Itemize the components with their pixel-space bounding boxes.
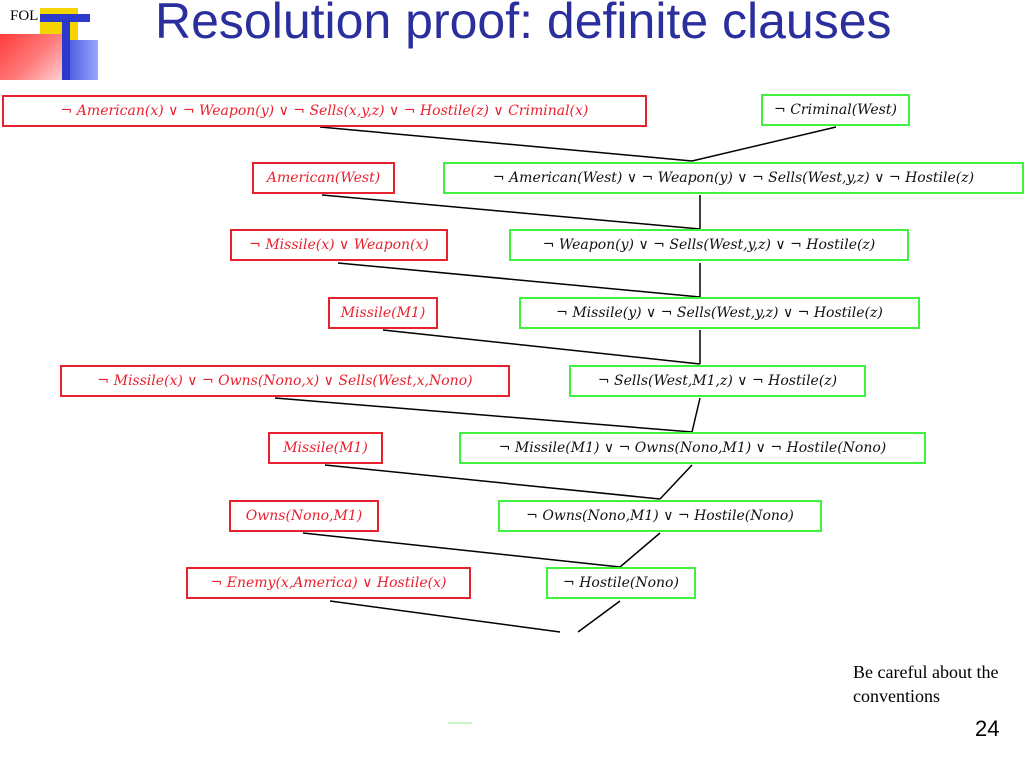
premise-clause: ¬ Missile(x) ∨ ¬ Owns(Nono,x) ∨ Sells(We…	[60, 365, 510, 397]
decorative-mark	[448, 722, 472, 724]
logo	[0, 0, 100, 82]
resolvent-clause: ¬ Missile(M1) ∨ ¬ Owns(Nono,M1) ∨ ¬ Host…	[459, 432, 926, 464]
edge-premise-1	[321, 194, 701, 230]
edge-vert-5	[659, 464, 693, 500]
resolvent-clause: ¬ Owns(Nono,M1) ∨ ¬ Hostile(Nono)	[498, 500, 822, 532]
edge-premise-2	[337, 262, 701, 298]
logo-red-square	[0, 34, 62, 80]
premise-clause: American(West)	[252, 162, 395, 194]
edge-premise-3	[382, 329, 701, 365]
edge-premise-7	[329, 600, 561, 633]
section-label: FOL	[10, 8, 39, 24]
edge-vert-4	[691, 397, 701, 433]
resolvent-clause: ¬ Weapon(y) ∨ ¬ Sells(West,y,z) ∨ ¬ Host…	[509, 229, 909, 261]
resolvent-clause: ¬ Hostile(Nono)	[546, 567, 696, 599]
footnote: Be careful about the conventions	[853, 662, 999, 706]
edge-vert-6	[619, 532, 661, 568]
edge-premise-5	[324, 464, 661, 500]
page-number: 24	[975, 716, 1000, 741]
premise-clause: Missile(M1)	[328, 297, 438, 329]
premise-clause: ¬ Missile(x) ∨ Weapon(x)	[230, 229, 448, 261]
edge-premise-0	[319, 126, 693, 162]
edge-vert-7	[577, 600, 621, 633]
resolvent-clause: ¬ Criminal(West)	[761, 94, 910, 126]
edge-premise-6	[302, 532, 621, 568]
resolvent-clause: ¬ Sells(West,M1,z) ∨ ¬ Hostile(z)	[569, 365, 866, 397]
resolvent-clause: ¬ American(West) ∨ ¬ Weapon(y) ∨ ¬ Sells…	[443, 162, 1024, 194]
logo-stem	[62, 14, 70, 80]
premise-clause: Missile(M1)	[268, 432, 383, 464]
premise-clause: Owns(Nono,M1)	[229, 500, 379, 532]
resolvent-clause: ¬ Missile(y) ∨ ¬ Sells(West,y,z) ∨ ¬ Hos…	[519, 297, 920, 329]
slide-title: Resolution proof: definite clauses	[155, 0, 892, 49]
edge-resolvent-0	[691, 126, 837, 162]
premise-clause: ¬ Enemy(x,America) ∨ Hostile(x)	[186, 567, 471, 599]
premise-clause: ¬ American(x) ∨ ¬ Weapon(y) ∨ ¬ Sells(x,…	[2, 95, 647, 127]
edge-premise-4	[274, 397, 693, 433]
